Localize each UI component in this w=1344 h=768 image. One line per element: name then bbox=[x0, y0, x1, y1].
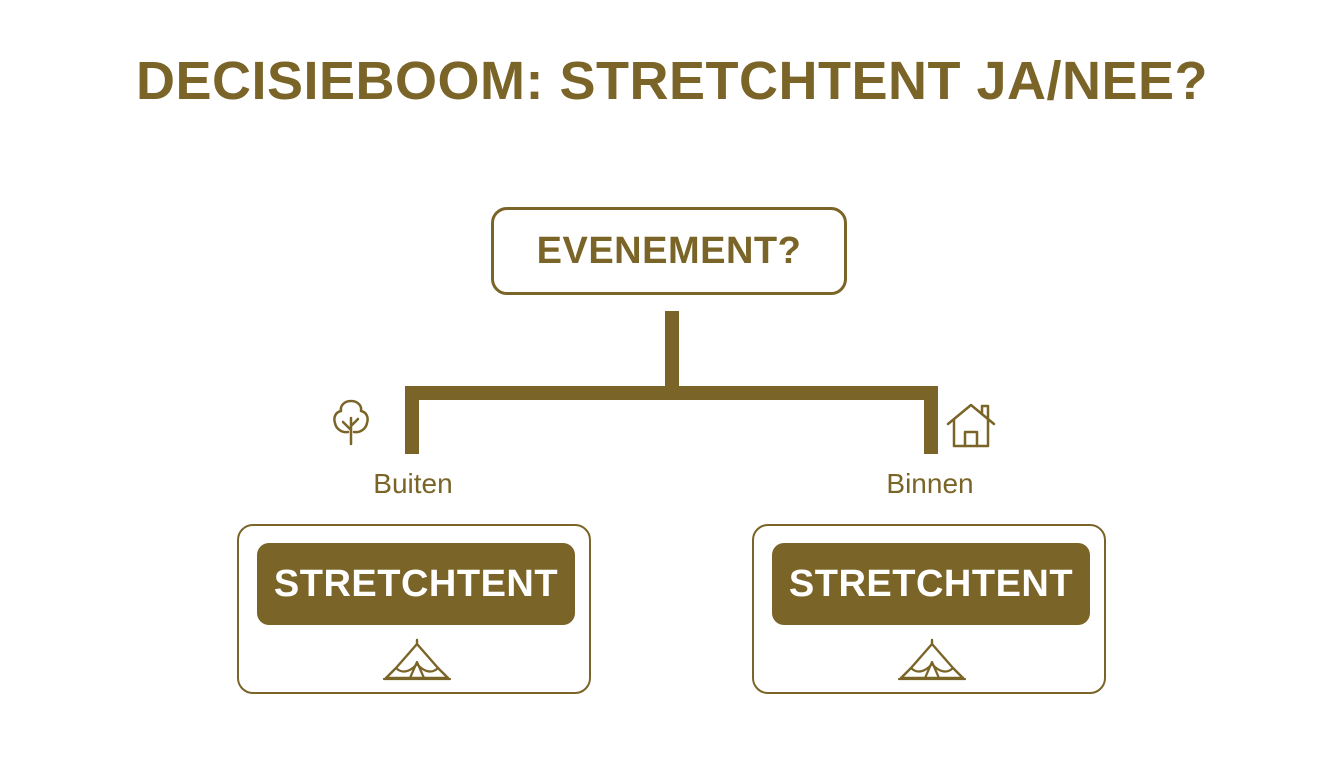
outcome-label: STRETCHTENT bbox=[788, 562, 1074, 605]
left-branch-connector bbox=[405, 386, 419, 454]
outcome-label: STRETCHTENT bbox=[273, 562, 559, 605]
house-icon bbox=[946, 403, 996, 448]
tent-icon bbox=[382, 638, 452, 681]
page-title: DECISIEBOOM: STRETCHTENT JA/NEE? bbox=[135, 51, 1209, 111]
outcome-box-buiten: STRETCHTENT bbox=[237, 524, 591, 694]
horizontal-connector bbox=[405, 386, 938, 400]
outcome-pill: STRETCHTENT bbox=[257, 543, 575, 625]
outcome-pill: STRETCHTENT bbox=[772, 543, 1090, 625]
tree-icon bbox=[333, 399, 369, 446]
branch-label-binnen: Binnen bbox=[886, 468, 974, 499]
trunk-connector bbox=[665, 311, 679, 393]
branch-label-buiten: Buiten bbox=[373, 468, 453, 499]
outcome-box-binnen: STRETCHTENT bbox=[752, 524, 1106, 694]
root-node-label: EVENEMENT? bbox=[536, 229, 802, 272]
right-branch-connector bbox=[924, 386, 938, 454]
tent-icon bbox=[897, 638, 967, 681]
root-node: EVENEMENT? bbox=[491, 207, 847, 295]
